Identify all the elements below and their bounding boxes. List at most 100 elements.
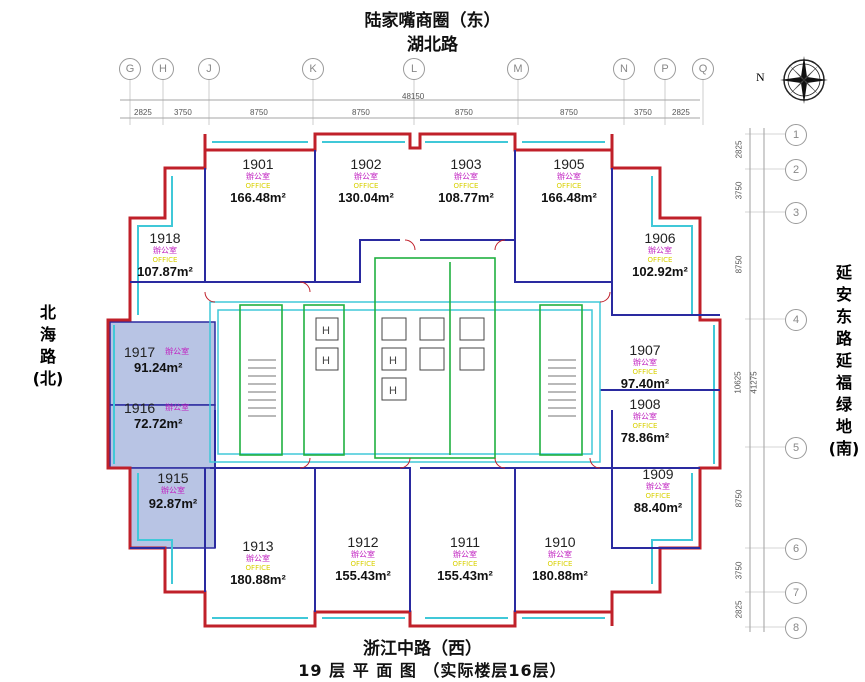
room-number: 1916	[124, 400, 156, 416]
room-usage-en: OFFICE	[632, 422, 658, 430]
dimension-label: 3750	[174, 108, 192, 117]
room-usage: 辦公室	[633, 358, 657, 367]
room-area: 78.86m²	[620, 430, 670, 445]
room-1906[interactable]: 1906 辦公室 OFFICE 102.92m²	[605, 230, 715, 279]
room-usage: 辦公室	[453, 550, 477, 559]
room-area: 130.04m²	[338, 190, 394, 205]
room-area: 180.88m²	[230, 572, 286, 587]
grid-axis-label: K	[302, 58, 324, 80]
street-label-bottom: 浙江中路（西）	[363, 639, 482, 659]
street-right-char: 绿	[835, 395, 852, 414]
room-usage: 辦公室	[153, 246, 177, 255]
room-area: 180.88m²	[532, 568, 588, 583]
street-label-right: 延 安 东 路 延 福 绿 地 (南)	[829, 262, 860, 460]
room-1916[interactable]: 1916 辦公室 72.72m²	[110, 400, 228, 431]
room-area: 72.72m²	[134, 416, 183, 431]
room-usage-en: OFFICE	[350, 560, 376, 568]
room-area: 155.43m²	[335, 568, 391, 583]
room-usage: 辦公室	[646, 482, 670, 491]
room-area: 88.40m²	[633, 500, 683, 515]
svg-text:H: H	[389, 385, 397, 397]
street-left-char: 路	[39, 347, 56, 366]
dimension-label: 2825	[672, 108, 690, 117]
room-area: 107.87m²	[137, 264, 193, 279]
room-area: 166.48m²	[230, 190, 286, 205]
dimension-label: 8750	[250, 108, 268, 117]
room-number: 1901	[242, 156, 274, 172]
room-usage: 辦公室	[454, 172, 478, 181]
svg-text:H: H	[322, 355, 330, 367]
street-right-char: 福	[835, 373, 852, 392]
grid-axis-label: N	[613, 58, 635, 80]
street-right-char: 延	[835, 263, 852, 282]
room-number: 1913	[242, 538, 274, 554]
svg-text:H: H	[389, 355, 397, 367]
room-usage: 辦公室	[648, 246, 672, 255]
room-1917[interactable]: 1917 辦公室 91.24m²	[110, 344, 228, 375]
dimension-label: 8750	[560, 108, 578, 117]
grid-axis-label: J	[198, 58, 220, 80]
room-1915[interactable]: 1915 辦公室 92.87m²	[118, 470, 228, 511]
room-1903[interactable]: 1903 辦公室 OFFICE 108.77m²	[411, 156, 521, 205]
room-1912[interactable]: 1912 辦公室 OFFICE 155.43m²	[308, 534, 418, 583]
dimension-label: 8750	[734, 489, 744, 508]
street-label-top: 陆家嘴商圈（东）	[364, 11, 501, 31]
room-area: 92.87m²	[148, 496, 198, 511]
street-right-char: 东	[835, 307, 852, 326]
room-1902[interactable]: 1902 辦公室 OFFICE 130.04m²	[311, 156, 421, 205]
room-number: 1902	[350, 156, 382, 172]
grid-axis-label: G	[119, 58, 141, 80]
room-number: 1917	[124, 344, 156, 360]
dimension-label: 8750	[734, 255, 744, 274]
grid-axis-label: Q	[692, 58, 714, 80]
dimension-label: 2825	[134, 108, 152, 117]
grid-axis-label: 6	[785, 538, 807, 560]
street-left-char: 北	[39, 303, 56, 322]
room-usage: 辦公室	[246, 554, 270, 563]
room-usage: 辦公室	[633, 412, 657, 421]
room-area: 91.24m²	[134, 360, 183, 375]
room-1901[interactable]: 1901 辦公室 OFFICE 166.48m²	[203, 156, 313, 205]
grid-axis-label: 3	[785, 202, 807, 224]
street-right-char: 延	[835, 351, 852, 370]
grid-axis-label: 5	[785, 437, 807, 459]
street-label-left: 北 海 路 (北)	[33, 302, 64, 390]
room-usage-en: OFFICE	[645, 492, 671, 500]
room-usage: 辦公室	[354, 172, 378, 181]
grid-axis-label: M	[507, 58, 529, 80]
room-usage-en: OFFICE	[556, 182, 582, 190]
grid-axis-label: 2	[785, 159, 807, 181]
room-number: 1908	[629, 396, 661, 412]
room-1909[interactable]: 1909 辦公室 OFFICE 88.40m²	[603, 466, 713, 515]
room-area: 166.48m²	[541, 190, 597, 205]
room-1910[interactable]: 1910 辦公室 OFFICE 180.88m²	[505, 534, 615, 583]
street-right-char: (南)	[828, 439, 860, 458]
room-usage-en: OFFICE	[353, 182, 379, 190]
room-usage-en: OFFICE	[547, 560, 573, 568]
room-area: 102.92m²	[632, 264, 688, 279]
room-1918[interactable]: 1918 辦公室 OFFICE 107.87m²	[110, 230, 220, 279]
compass-north-label: N	[756, 70, 765, 84]
room-1905[interactable]: 1905 辦公室 OFFICE 166.48m²	[514, 156, 624, 205]
street-right-char: 地	[835, 417, 852, 436]
dimension-label: 8750	[352, 108, 370, 117]
dimension-label: 2825	[734, 600, 744, 619]
room-1908[interactable]: 1908 辦公室 OFFICE 78.86m²	[590, 396, 700, 445]
room-usage: 辦公室	[161, 486, 185, 495]
room-1907[interactable]: 1907 辦公室 OFFICE 97.40m²	[590, 342, 700, 391]
room-usage-en: OFFICE	[152, 256, 178, 264]
room-usage: 辦公室	[351, 550, 375, 559]
compass-rose-icon	[780, 56, 828, 104]
room-usage: 辦公室	[165, 347, 190, 356]
room-usage-en: OFFICE	[632, 368, 658, 376]
room-usage-en: OFFICE	[452, 560, 478, 568]
dimension-label: 8750	[455, 108, 473, 117]
room-number: 1906	[644, 230, 676, 246]
room-number: 1903	[450, 156, 482, 172]
room-number: 1910	[544, 534, 576, 550]
room-usage: 辦公室	[165, 403, 190, 412]
room-1911[interactable]: 1911 辦公室 OFFICE 155.43m²	[410, 534, 520, 583]
room-1913[interactable]: 1913 辦公室 OFFICE 180.88m²	[203, 538, 313, 587]
dimension-label: 2825	[734, 140, 744, 159]
